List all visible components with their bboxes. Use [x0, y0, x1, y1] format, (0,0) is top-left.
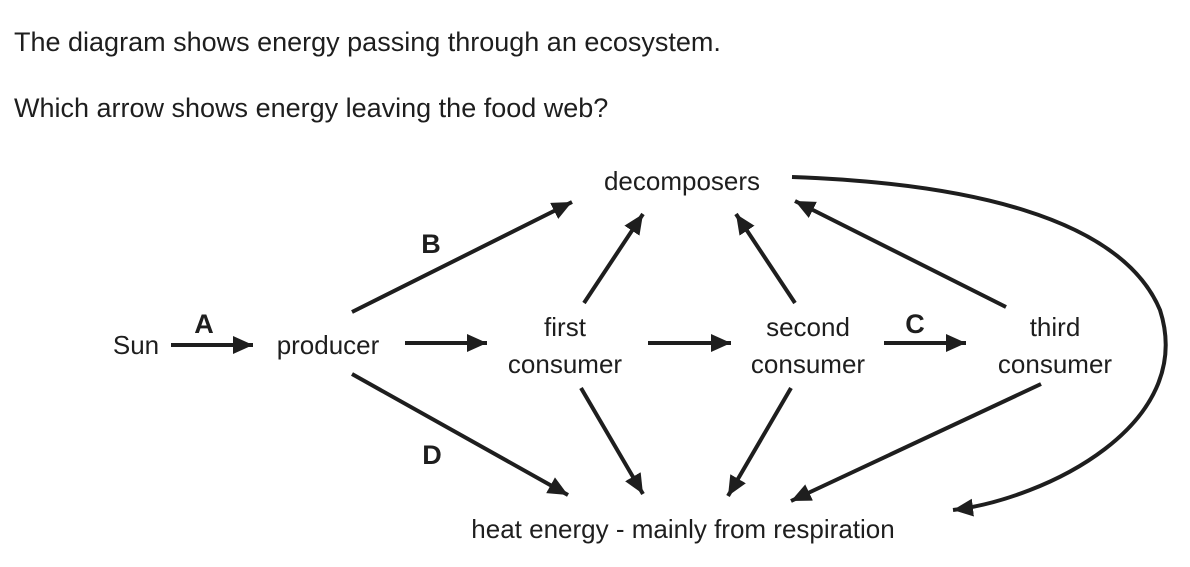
arrow-label-b: B [421, 229, 441, 259]
question-line-1: The diagram shows energy passing through… [14, 27, 721, 57]
arrow-decomposers-to-heat-curve [791, 175, 1168, 517]
arrow-first-consumer-to-heat [579, 386, 645, 496]
node-first-consumer-bottom: consumer [508, 349, 622, 379]
arrow-label-a: A [194, 309, 214, 339]
arrow-first-consumer-to-decomposers [582, 212, 645, 305]
node-heat-energy: heat energy - mainly from respiration [471, 514, 894, 544]
node-decomposers: decomposers [604, 166, 760, 196]
node-second-consumer-top: second [766, 312, 850, 342]
question-line-2: Which arrow shows energy leaving the foo… [14, 93, 608, 123]
arrow-d-producer-to-heat [351, 372, 569, 497]
node-third-consumer-top: third [1030, 312, 1081, 342]
arrow-third-consumer-to-decomposers [794, 199, 1007, 309]
arrow-second-consumer-to-decomposers [734, 212, 797, 305]
node-producer: producer [277, 330, 380, 360]
node-third-consumer-bottom: consumer [998, 349, 1112, 379]
arrow-label-c: C [905, 309, 925, 339]
arrow-label-d: D [422, 440, 442, 470]
node-sun: Sun [113, 330, 159, 360]
arrow-second-consumer-to-heat [726, 386, 793, 498]
node-second-consumer-bottom: consumer [751, 349, 865, 379]
arrow-third-consumer-to-heat [790, 382, 1042, 503]
node-first-consumer-top: first [544, 312, 587, 342]
arrow-b-producer-to-decomposers [351, 200, 573, 314]
